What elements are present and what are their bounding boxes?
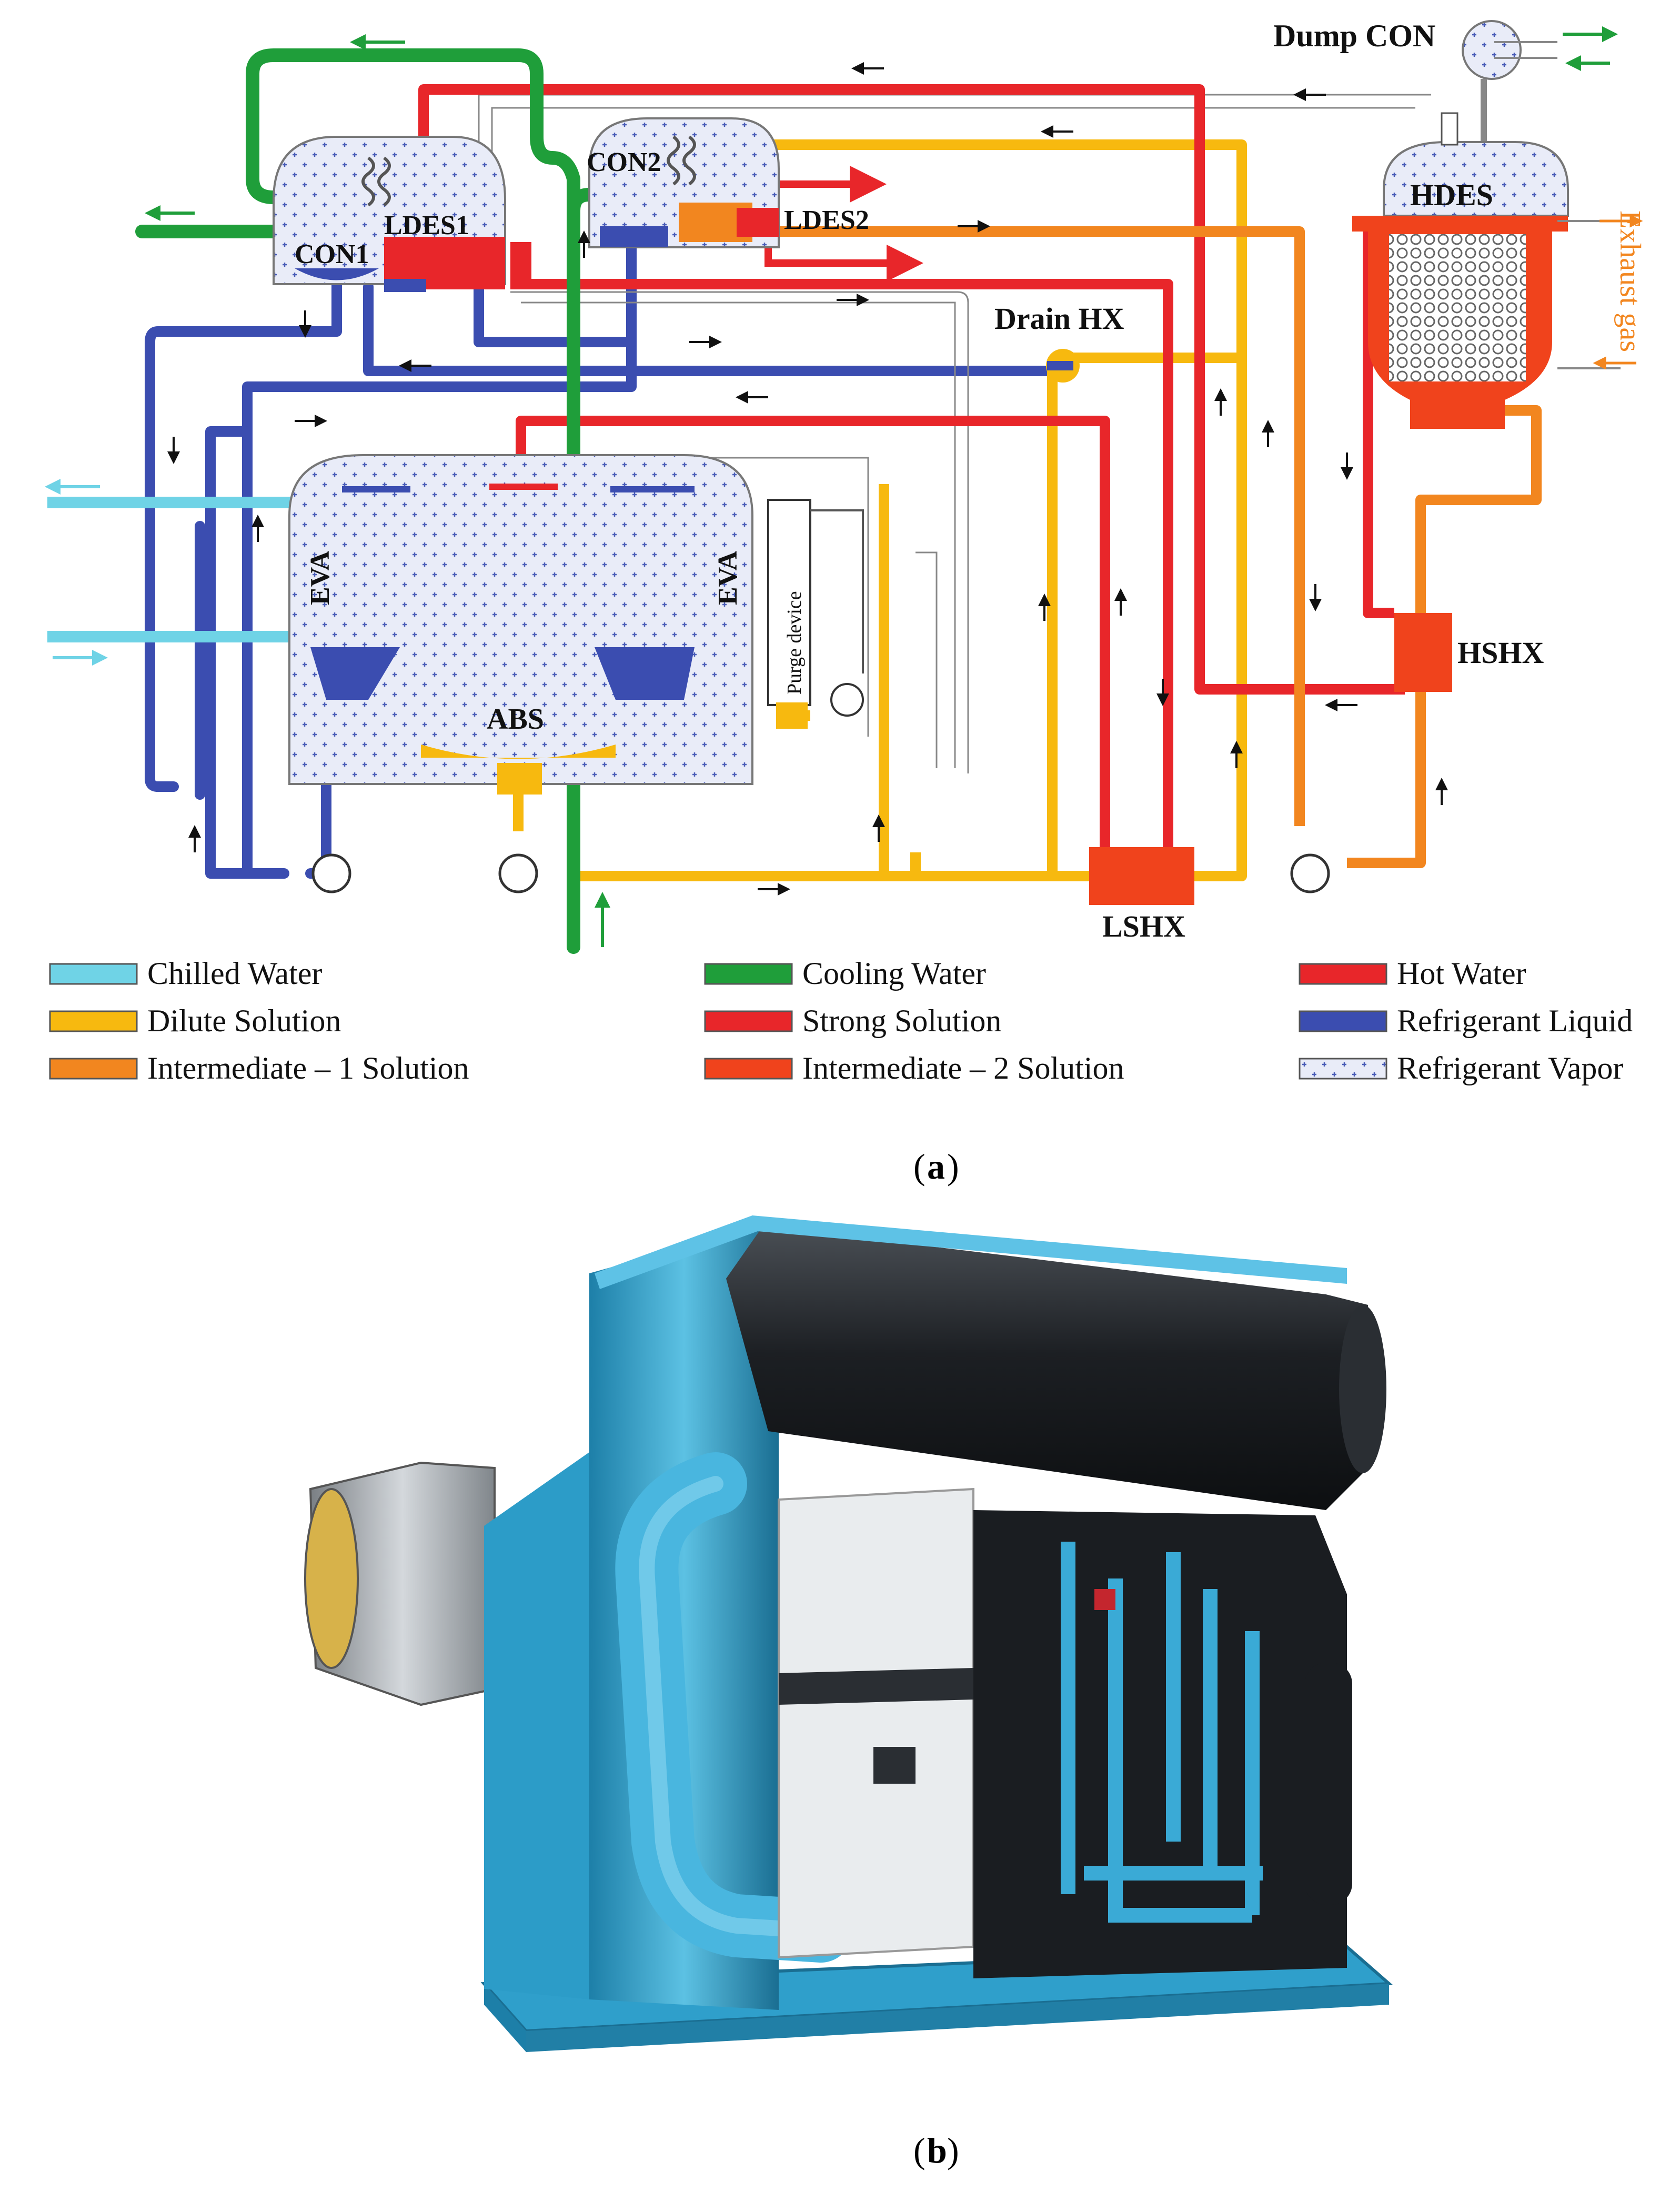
legend-swatch	[704, 1058, 793, 1080]
legend-item: Dilute Solution	[49, 1003, 341, 1038]
flow-arrows	[167, 62, 1448, 896]
legend-item: Cooling Water	[704, 956, 986, 991]
strong-solution-pipes	[418, 84, 1405, 852]
legend-item: Intermediate – 1 Solution	[49, 1051, 469, 1085]
legend-swatch	[1299, 1058, 1387, 1080]
intermediate1-pipes	[768, 226, 1542, 868]
legend-label: Dilute Solution	[147, 1003, 341, 1038]
legend-swatch	[49, 1010, 138, 1032]
legend-label: Refrigerant Vapor	[1397, 1051, 1623, 1085]
label-eva-right: EVA	[713, 550, 743, 605]
label-hshx: HSHX	[1457, 636, 1544, 670]
con1-vessel	[273, 136, 531, 292]
caption-a-letter: a	[927, 1147, 945, 1187]
legend-item: Refrigerant Vapor	[1299, 1051, 1623, 1085]
label-con2: CON2	[587, 147, 661, 177]
drain-hx	[1046, 349, 1080, 383]
hdes-vessel	[1352, 112, 1643, 429]
svg-text:): )	[947, 2130, 959, 2170]
legend-item: Strong Solution	[704, 1003, 1001, 1038]
legend-swatch	[704, 1010, 793, 1032]
legend-label: Hot Water	[1397, 956, 1526, 991]
absorption-chiller-schematic: Dump CON CON1 CON2 LDES1 LDES2 HDES Drai…	[45, 18, 1646, 954]
legend-swatch	[49, 1058, 138, 1080]
caption-a: ( a )	[913, 1147, 959, 1187]
legend-swatch	[704, 963, 793, 985]
legend-item: Hot Water	[1299, 956, 1526, 991]
label-con1: CON1	[295, 239, 369, 269]
label-drain-hx: Drain HX	[994, 301, 1124, 336]
legend-swatch	[49, 963, 138, 985]
legend-swatch	[1299, 1010, 1387, 1032]
label-exhaust-gas: Exhaust gas	[1614, 210, 1646, 352]
chiller-photo-illustration	[304, 1215, 1393, 2052]
label-dump-con: Dump CON	[1273, 18, 1435, 53]
svg-text:(: (	[913, 1147, 925, 1187]
label-ldes1: LDES1	[384, 210, 469, 240]
hshx	[1394, 613, 1452, 692]
abs-evaporator-shell	[288, 454, 753, 795]
caption-b-letter: b	[927, 2130, 947, 2170]
legend-item: Chilled Water	[49, 956, 322, 991]
legend-label: Chilled Water	[147, 956, 322, 991]
legend-label: Cooling Water	[802, 956, 986, 991]
label-hdes: HDES	[1410, 178, 1493, 212]
svg-text:(: (	[913, 2130, 925, 2170]
pumps	[311, 853, 1330, 893]
lshx	[1089, 847, 1194, 905]
label-ldes2: LDES2	[784, 205, 869, 235]
legend-item: Refrigerant Liquid	[1299, 1003, 1633, 1038]
legend-label: Refrigerant Liquid	[1397, 1003, 1633, 1038]
legend-label: Intermediate – 2 Solution	[802, 1051, 1124, 1085]
legend-label: Intermediate – 1 Solution	[147, 1051, 469, 1085]
label-abs: ABS	[487, 703, 544, 736]
legend-label: Strong Solution	[802, 1003, 1001, 1038]
label-eva-left: EVA	[305, 550, 335, 605]
purge-device-box	[767, 499, 864, 729]
label-purge-device: Purge device	[783, 591, 806, 695]
legend-item: Intermediate – 2 Solution	[704, 1051, 1124, 1085]
dump-con-vessel	[1462, 20, 1557, 142]
con2-vessel	[588, 117, 780, 248]
legend-swatch	[1299, 963, 1387, 985]
label-lshx: LSHX	[1102, 909, 1185, 943]
caption-b: ( b )	[913, 2130, 959, 2170]
svg-text:): )	[947, 1147, 959, 1187]
